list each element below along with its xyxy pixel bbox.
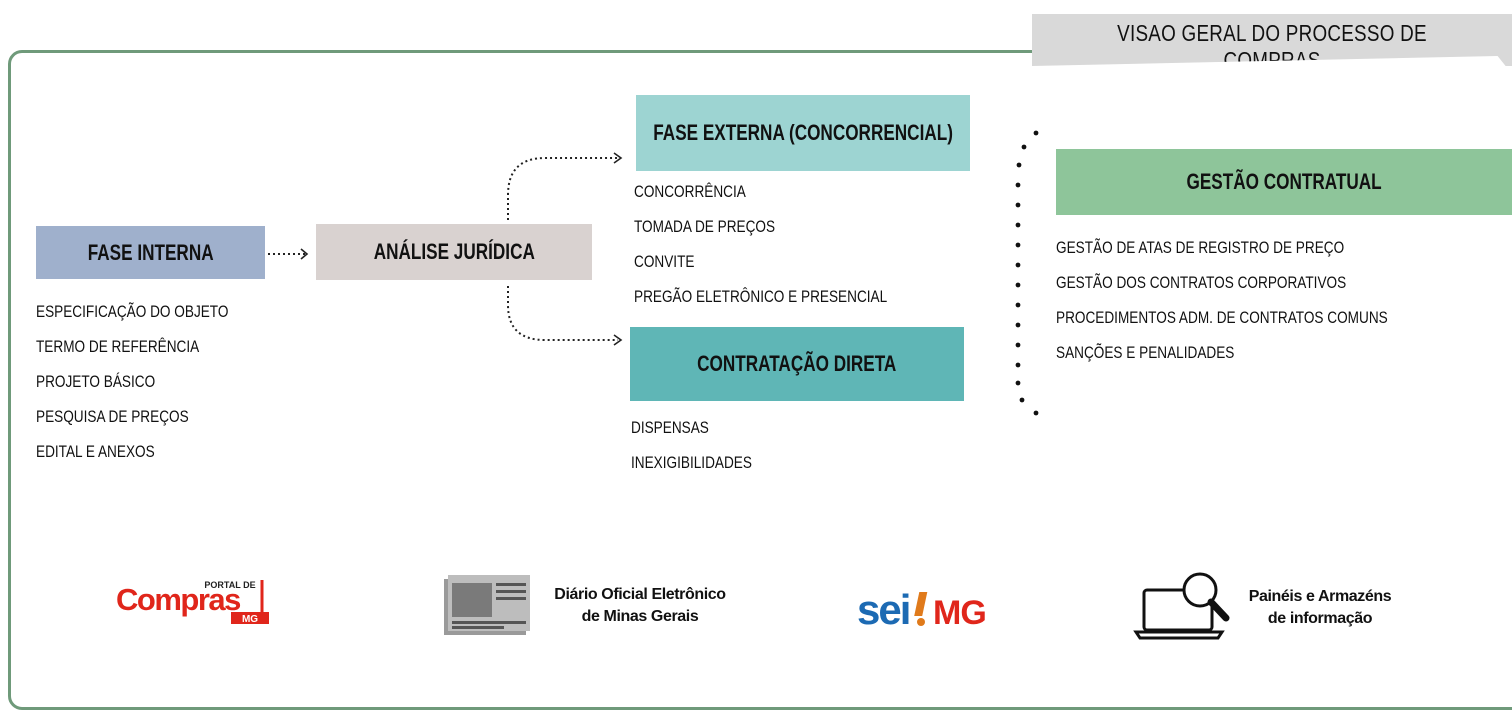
- list-item: CONCORRÊNCIA: [634, 182, 746, 201]
- fase-interna-label: FASE INTERNA: [87, 239, 214, 265]
- sei-mg-text: MG: [933, 594, 986, 632]
- list-item: INEXIGIBILIDADES: [631, 453, 752, 472]
- compras-main-text: Compras: [116, 582, 240, 617]
- paineis-line1: Painéis e Armazéns: [1248, 588, 1392, 605]
- list-item: TOMADA DE PREÇOS: [634, 217, 776, 236]
- compras-portal-text: PORTAL DE: [204, 580, 255, 590]
- arrowhead-juridica: [300, 248, 309, 260]
- analise-juridica-label: ANÁLISE JURÍDICA: [373, 239, 535, 264]
- list-item: PROJETO BÁSICO: [36, 372, 156, 391]
- diario-oficial-logo: [440, 573, 530, 637]
- analise-juridica-box: ANÁLISE JURÍDICA: [316, 224, 592, 280]
- list-item: TERMO DE REFERÊNCIA: [36, 337, 200, 356]
- list-item: SANÇÕES E PENALIDADES: [1056, 343, 1235, 362]
- sei-mg-logo: sei MG: [857, 584, 1007, 634]
- paineis-logo: [1130, 568, 1240, 644]
- fase-externa-label: FASE EXTERNA (CONCORRENCIAL): [653, 120, 953, 145]
- gestao-contratual-list: GESTÃO DE ATAS DE REGISTRO DE PREÇO GEST…: [1056, 230, 1471, 370]
- fase-externa-box: FASE EXTERNA (CONCORRENCIAL): [636, 95, 970, 171]
- gestao-contratual-box: GESTÃO CONTRATUAL: [1056, 149, 1512, 215]
- list-item: ESPECIFICAÇÃO DO OBJETO: [36, 302, 229, 321]
- laptop-search-icon: [1133, 572, 1230, 640]
- fase-externa-list: CONCORRÊNCIA TOMADA DE PREÇOS CONVITE PR…: [634, 174, 950, 314]
- contratacao-direta-box: CONTRATAÇÃO DIRETA: [630, 327, 964, 401]
- diario-line1: Diário Oficial Eletrônico: [554, 586, 726, 603]
- list-item: PROCEDIMENTOS ADM. DE CONTRATOS COMUNS: [1056, 308, 1388, 327]
- sei-text: sei: [857, 586, 909, 633]
- title-tab: VISAO GERAL DO PROCESSO DE COMPRAS: [1032, 14, 1512, 73]
- fase-interna-list: ESPECIFICAÇÃO DO OBJETO TERMO DE REFERÊN…: [36, 294, 277, 469]
- list-item: PREGÃO ELETRÔNICO E PRESENCIAL: [634, 287, 888, 306]
- arrowhead-externa: [613, 152, 623, 164]
- compras-sub-text: MG: [242, 614, 258, 625]
- list-item: GESTÃO DE ATAS DE REGISTRO DE PREÇO: [1056, 238, 1345, 257]
- arrow-juridica-to-externa: [507, 157, 618, 220]
- gestao-contratual-label: GESTÃO CONTRATUAL: [1186, 169, 1382, 194]
- dotted-bracket: [1015, 130, 1039, 416]
- arrow-juridica-to-direta: [507, 286, 618, 341]
- list-item: EDITAL E ANEXOS: [36, 442, 155, 461]
- list-item: PESQUISA DE PREÇOS: [36, 407, 189, 426]
- list-item: CONVITE: [634, 252, 695, 271]
- list-item: GESTÃO DOS CONTRATOS CORPORATIVOS: [1056, 273, 1347, 292]
- list-item: DISPENSAS: [631, 418, 709, 437]
- fase-interna-box: FASE INTERNA: [36, 226, 265, 279]
- diario-line2: de Minas Gerais: [581, 608, 699, 625]
- connectors: [268, 130, 1039, 416]
- compras-mg-logo: PORTAL DE Compras MG: [112, 572, 277, 628]
- newspaper-icon: [444, 575, 530, 635]
- contratacao-direta-label: CONTRATAÇÃO DIRETA: [697, 351, 897, 376]
- arrowhead-direta: [613, 334, 623, 346]
- paineis-line2: de informação: [1267, 610, 1373, 627]
- paineis-caption: Painéis e Armazéns de informação: [1210, 586, 1430, 630]
- compras-mg-logo-graphic: PORTAL DE Compras MG: [116, 580, 269, 625]
- diario-oficial-caption: Diário Oficial Eletrônico de Minas Gerai…: [520, 584, 760, 628]
- contratacao-direta-list: DISPENSAS INEXIGIBILIDADES: [631, 410, 782, 480]
- sei-mg-logo-graphic: sei MG: [857, 586, 987, 633]
